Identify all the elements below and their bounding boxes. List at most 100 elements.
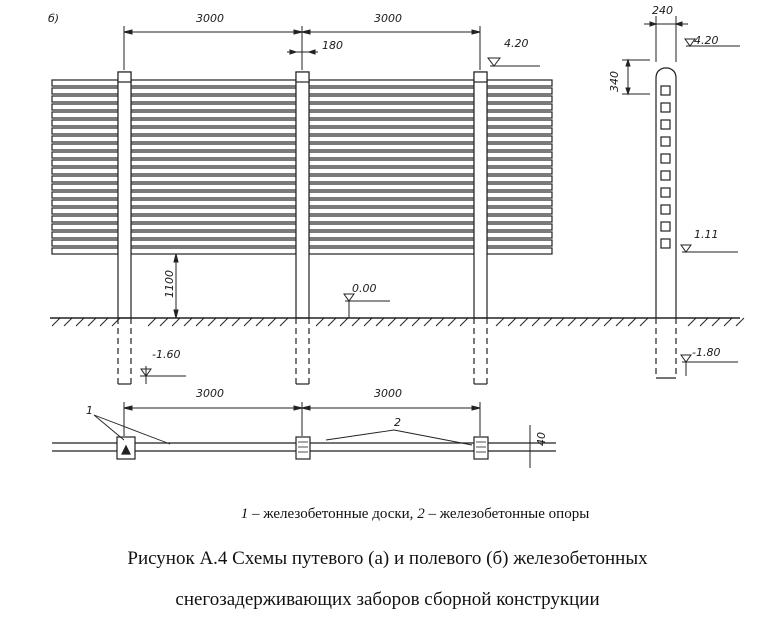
board <box>308 191 475 199</box>
figure-title: Рисунок А.4 Схемы путевого (а) и полевог… <box>127 548 648 569</box>
board <box>486 215 553 223</box>
board <box>486 87 553 95</box>
board <box>486 151 553 159</box>
board <box>130 151 297 159</box>
board <box>486 247 553 255</box>
side-top-gap: 340 <box>608 71 621 92</box>
board <box>51 247 119 255</box>
board <box>130 247 297 255</box>
elevation-foot: -1.60 <box>152 348 180 361</box>
side-elevation-foot: -1.80 <box>692 346 720 359</box>
board <box>130 143 297 151</box>
board <box>308 175 475 183</box>
board <box>308 103 475 111</box>
figure-title-line-2: снегозадерживающих заборов сборной конст… <box>175 589 600 610</box>
fence-post-3 <box>473 71 488 385</box>
board-slot <box>660 238 671 249</box>
board <box>486 183 553 191</box>
board <box>486 159 553 167</box>
board <box>486 135 553 143</box>
board <box>130 87 297 95</box>
board-slot <box>660 153 671 164</box>
board <box>486 175 553 183</box>
board <box>130 207 297 215</box>
height-dimension: 1100 <box>163 270 176 298</box>
board <box>308 239 475 247</box>
board <box>130 223 297 231</box>
plan-span-2: 3000 <box>374 387 402 400</box>
board <box>308 151 475 159</box>
board <box>308 207 475 215</box>
post-width-dimension: 180 <box>322 39 343 52</box>
board <box>130 175 297 183</box>
board <box>486 167 553 175</box>
board <box>486 111 553 119</box>
board <box>130 95 297 103</box>
board <box>130 119 297 127</box>
board <box>51 167 119 175</box>
board <box>308 215 475 223</box>
board <box>51 95 119 103</box>
board <box>51 175 119 183</box>
board-slot <box>660 119 671 130</box>
ground-line <box>50 317 745 327</box>
board <box>51 231 119 239</box>
board-slot <box>660 136 671 147</box>
board <box>51 215 119 223</box>
board-slot <box>660 85 671 96</box>
board <box>51 239 119 247</box>
board <box>130 167 297 175</box>
side-view-dimensions <box>622 16 740 376</box>
board <box>308 127 475 135</box>
span-dimension-1: 3000 <box>196 12 224 25</box>
board <box>51 79 119 87</box>
board <box>51 111 119 119</box>
side-elevation-top: 4.20 <box>694 34 719 47</box>
figure-legend: 1 – железобетонные доски, 2 – железобето… <box>0 506 775 523</box>
legend-text-2: – железобетонные опоры <box>424 506 590 522</box>
board <box>486 223 553 231</box>
marker-1: 1 <box>86 404 93 417</box>
board-slot <box>660 102 671 113</box>
plan-view <box>52 402 556 468</box>
board <box>486 127 553 135</box>
board <box>51 127 119 135</box>
board <box>308 79 475 87</box>
board <box>308 87 475 95</box>
board <box>51 223 119 231</box>
board-slot <box>660 170 671 181</box>
board <box>308 199 475 207</box>
board <box>308 143 475 151</box>
legend-number-2: 2 <box>417 506 425 522</box>
board <box>308 135 475 143</box>
board <box>486 95 553 103</box>
board <box>308 167 475 175</box>
side-width-dimension: 240 <box>652 4 673 17</box>
board <box>130 103 297 111</box>
board <box>130 183 297 191</box>
board <box>130 239 297 247</box>
board <box>486 239 553 247</box>
legend-number-1: 1 <box>240 506 249 522</box>
board <box>51 87 119 95</box>
dimension-top <box>123 26 540 384</box>
board <box>51 103 119 111</box>
board <box>486 191 553 199</box>
board <box>130 135 297 143</box>
view-label: б) <box>48 12 59 25</box>
marker-2: 2 <box>394 416 401 429</box>
board <box>308 159 475 167</box>
fence-drawing: б) 3000 3000 180 4.20 1100 0.00 -1.60 24… <box>48 4 745 468</box>
board <box>51 191 119 199</box>
board <box>486 143 553 151</box>
board-slot <box>660 221 671 232</box>
elevation-top: 4.20 <box>504 37 529 50</box>
fence-post-2 <box>295 71 310 385</box>
board <box>130 111 297 119</box>
board <box>130 231 297 239</box>
board <box>486 103 553 111</box>
board <box>130 159 297 167</box>
board <box>308 119 475 127</box>
board <box>130 215 297 223</box>
plan-thickness: 40 <box>535 432 548 446</box>
